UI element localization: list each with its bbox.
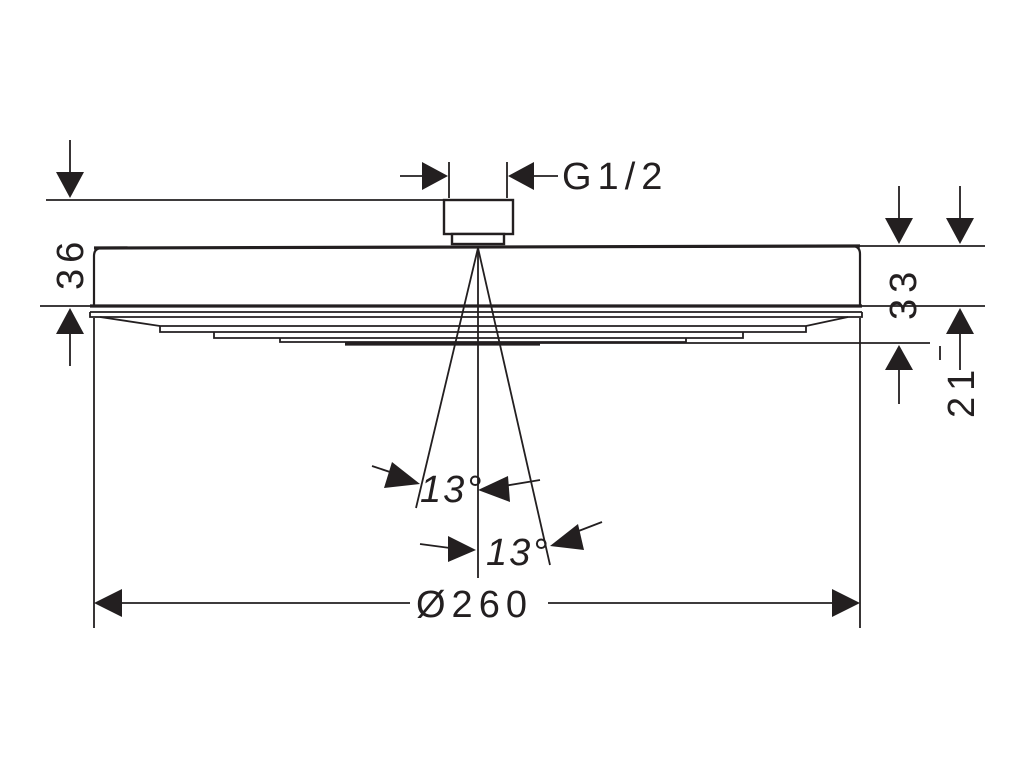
dim-height-total-label: 36 [50, 236, 92, 290]
dim-angle-inner-label: 13° [486, 532, 549, 574]
dim-height-body-label: 33 [883, 266, 925, 320]
dim-height-face-label: 21 [941, 364, 983, 418]
dim-angle-outer-label: 13° [420, 469, 483, 511]
shower-head [89, 198, 863, 346]
connector-neck [450, 232, 506, 246]
extension-lines [40, 162, 985, 628]
connector-nut [442, 198, 515, 236]
spray-face [99, 316, 849, 327]
dimension-arrows [56, 140, 974, 617]
dim-diameter-label: Ø260 [416, 584, 533, 626]
dim-thread-label: G1/2 [562, 156, 668, 198]
